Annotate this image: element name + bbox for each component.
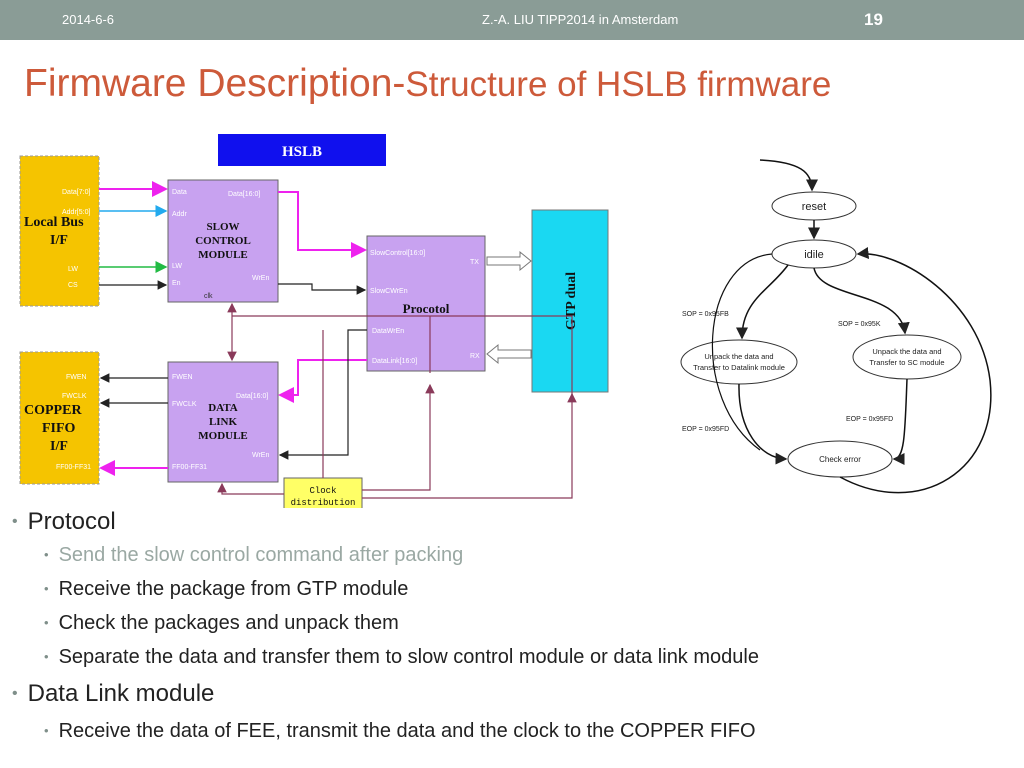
state-check-label: Check error — [819, 455, 861, 464]
clock-label-2: distribution — [291, 498, 356, 508]
state-unpack-sc — [852, 334, 962, 380]
state-unpack-datalink — [680, 339, 798, 385]
protocol-port: DataWrEn — [372, 328, 404, 335]
slow-control-port: WrEn — [252, 275, 269, 282]
slow-control-label-2: CONTROL — [195, 235, 251, 247]
slow-control-port: clk — [204, 293, 213, 300]
slow-control-port: En — [172, 280, 181, 287]
bullet-protocol: •Protocol — [12, 508, 116, 535]
state-reset-label: reset — [802, 201, 826, 213]
bullet-data-link-item: •Receive the data of FEE, transmit the d… — [44, 720, 756, 742]
copper-fifo-signal: FWCLK — [62, 393, 87, 400]
state-unpack-sc-2: Transfer to SC module — [869, 358, 944, 367]
local-bus-label-1: Local Bus — [24, 215, 84, 230]
local-bus-label-2: I/F — [50, 233, 68, 248]
hslb-structure-diagram: HSLB Local Bus I/F Data[7:0] Addr[5:0] L… — [19, 134, 992, 508]
data-link-label-3: MODULE — [198, 430, 248, 442]
slow-control-port: Data[16:0] — [228, 191, 260, 198]
tx-arrow — [486, 250, 532, 272]
clock-distribution-block — [283, 477, 363, 508]
transition-eop-right: EOP = 0x95FD — [846, 416, 893, 423]
bullet-protocol-item: •Check the packages and unpack them — [44, 612, 399, 634]
copper-fifo-signal: FWEN — [66, 374, 87, 381]
slow-control-label-3: MODULE — [198, 249, 248, 261]
slide-title: Firmware Description-Structure of HSLB f… — [24, 62, 831, 106]
fsm-dl-to-check — [738, 383, 788, 465]
data-link-label-1: DATA — [208, 402, 238, 414]
data-link-port: FWEN — [172, 374, 193, 381]
clock-to-datalink-left — [217, 482, 284, 495]
clock-out-2 — [362, 392, 577, 499]
copper-fifo-label-2: FIFO — [42, 421, 76, 436]
bullet-protocol-item: •Separate the data and transfer them to … — [44, 646, 759, 668]
hslb-banner — [218, 134, 386, 166]
slow-control-label-1: SLOW — [206, 221, 239, 233]
bullet-data-link: •Data Link module — [12, 680, 215, 707]
bullet-protocol-item: •Send the slow control command after pac… — [44, 544, 464, 566]
copper-fifo-signal: FF00-FF31 — [56, 464, 91, 471]
transition-sop-fb: SOP = 0x95FB — [682, 311, 729, 318]
protocol-label: Procotol — [403, 301, 450, 316]
data-link-label-2: LINK — [209, 416, 238, 428]
protocol-port: DataLink[16:0] — [372, 358, 417, 365]
fsm-idle-to-sc — [813, 267, 910, 335]
transition-eop-left: EOP = 0x95FD — [682, 426, 729, 433]
hslb-label: HSLB — [282, 144, 322, 160]
data-link-port: FWCLK — [172, 401, 197, 408]
gtp-dual-block — [531, 209, 609, 393]
local-bus-signal: Addr[5:0] — [62, 209, 90, 216]
protocol-port: RX — [470, 353, 480, 360]
slow-control-port: Addr — [172, 211, 187, 218]
data-link-block — [167, 361, 279, 483]
clock-label-1: Clock — [309, 486, 336, 496]
slide-author-event: Z.-A. LIU TIPP2014 in Amsterdam — [482, 12, 679, 27]
slow-control-block — [167, 179, 279, 303]
data-link-port: Data[16:0] — [236, 393, 268, 400]
local-bus-signal: CS — [68, 282, 78, 289]
protocol-port: SlowControl[16:0] — [370, 250, 425, 257]
fsm-check-to-idle — [839, 247, 992, 494]
copper-fifo-label-1: COPPER — [24, 403, 82, 418]
state-unpack-dl-1: Unpack the data and — [704, 352, 773, 361]
slide-header: 2014-6-6 Z.-A. LIU TIPP2014 in Amsterdam… — [0, 0, 1024, 40]
fsm-idle-loop — [711, 253, 773, 451]
local-bus-signal: LW — [68, 266, 78, 273]
title-main: Firmware Description- — [24, 62, 406, 105]
bullet-protocol-item: •Receive the package from GTP module — [44, 578, 409, 600]
clock-out-1 — [362, 383, 435, 491]
slide-date: 2014-6-6 — [62, 12, 115, 27]
local-bus-signal: Data[7:0] — [62, 189, 90, 196]
fsm-sc-to-check — [892, 378, 908, 465]
fsm-idle-to-dl — [736, 264, 789, 340]
copper-fifo-label-3: I/F — [50, 439, 68, 454]
wire-datalink-wren — [278, 329, 367, 460]
wire-slow-control-wren — [278, 283, 367, 295]
wire-datalink-data — [278, 359, 367, 403]
slide-number: 19 — [864, 10, 883, 29]
protocol-port: SlowCWrEn — [370, 288, 408, 295]
copper-fifo-block — [19, 351, 100, 485]
title-sub: Structure of HSLB firmware — [405, 65, 832, 104]
wire-slow-control-data — [278, 191, 367, 258]
protocol-block — [366, 235, 486, 372]
slow-control-port: LW — [172, 263, 182, 270]
state-unpack-dl-2: Transfer to Datalink module — [693, 363, 785, 372]
fsm-entry-arrow — [759, 159, 818, 192]
state-idle-label: idile — [804, 249, 824, 261]
state-unpack-sc-1: Unpack the data and — [872, 347, 941, 356]
rx-arrow — [486, 343, 532, 365]
transition-sop-k: SOP = 0x95K — [838, 321, 881, 328]
data-link-port: FF00-FF31 — [172, 464, 207, 471]
protocol-port: TX — [470, 259, 479, 266]
slow-control-port: Data — [172, 189, 187, 196]
local-bus-block — [19, 155, 100, 307]
data-link-port: WrEn — [252, 452, 269, 459]
clock-bus — [232, 315, 573, 396]
